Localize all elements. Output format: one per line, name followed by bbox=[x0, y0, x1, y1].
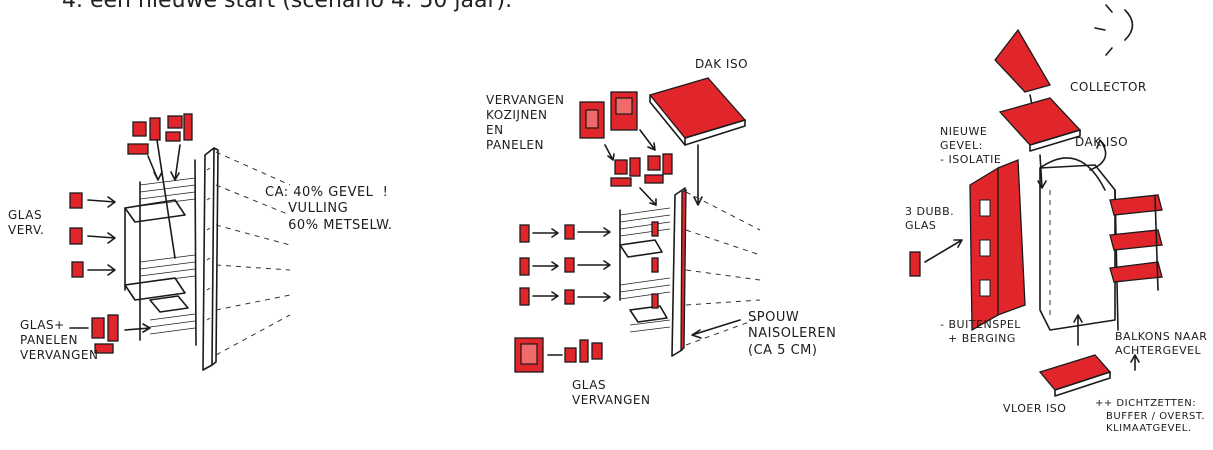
label-glas-vervangen: GLAS VERV. bbox=[8, 208, 44, 238]
label-nieuwe-gevel: NIEUWE GEVEL: - ISOLATIE bbox=[940, 125, 1001, 166]
label-dichtzetten: ++ DICHTZETTEN: BUFFER / OVERST. KLIMAAT… bbox=[1095, 398, 1205, 436]
sketch-panel-new-start: COLLECTOR DAK ISO NIEUWE GEVEL: - ISOLAT… bbox=[900, 0, 1213, 450]
label-spouw-naisoleren: SPOUW NAISOLEREN (CA 5 CM) bbox=[748, 310, 836, 359]
label-ca-percentages: CA: 40% GEVEL ! VULLING 60% METSELW. bbox=[265, 185, 393, 234]
label-buitenspel: - BUITENSPEL + BERGING bbox=[940, 318, 1021, 346]
sketch-drawing-2 bbox=[470, 0, 860, 450]
label-dak-iso: DAK ISO bbox=[695, 57, 748, 72]
sketch-panel-glass-replacement: GLAS VERV. CA: 40% GEVEL ! VULLING 60% M… bbox=[0, 0, 420, 450]
label-vloer-iso: VLOER ISO bbox=[1003, 402, 1066, 416]
label-glas-panelen-vervangen: GLAS+ PANELEN VERVANGEN bbox=[20, 318, 98, 363]
label-collector: COLLECTOR bbox=[1070, 80, 1147, 95]
label-dak-iso-3: DAK ISO bbox=[1075, 135, 1128, 150]
label-glas-vervangen-2: GLAS VERVANGEN bbox=[572, 378, 650, 408]
label-drie-dubbel-glas: 3 DUBB. GLAS bbox=[905, 205, 954, 233]
label-balkons: BALKONS NAAR ACHTERGEVEL bbox=[1115, 330, 1207, 358]
label-vervangen-kozijnen: VERVANGEN KOZIJNEN EN PANELEN bbox=[486, 93, 564, 153]
sketch-panel-insulation: VERVANGEN KOZIJNEN EN PANELEN DAK ISO SP… bbox=[470, 0, 860, 450]
